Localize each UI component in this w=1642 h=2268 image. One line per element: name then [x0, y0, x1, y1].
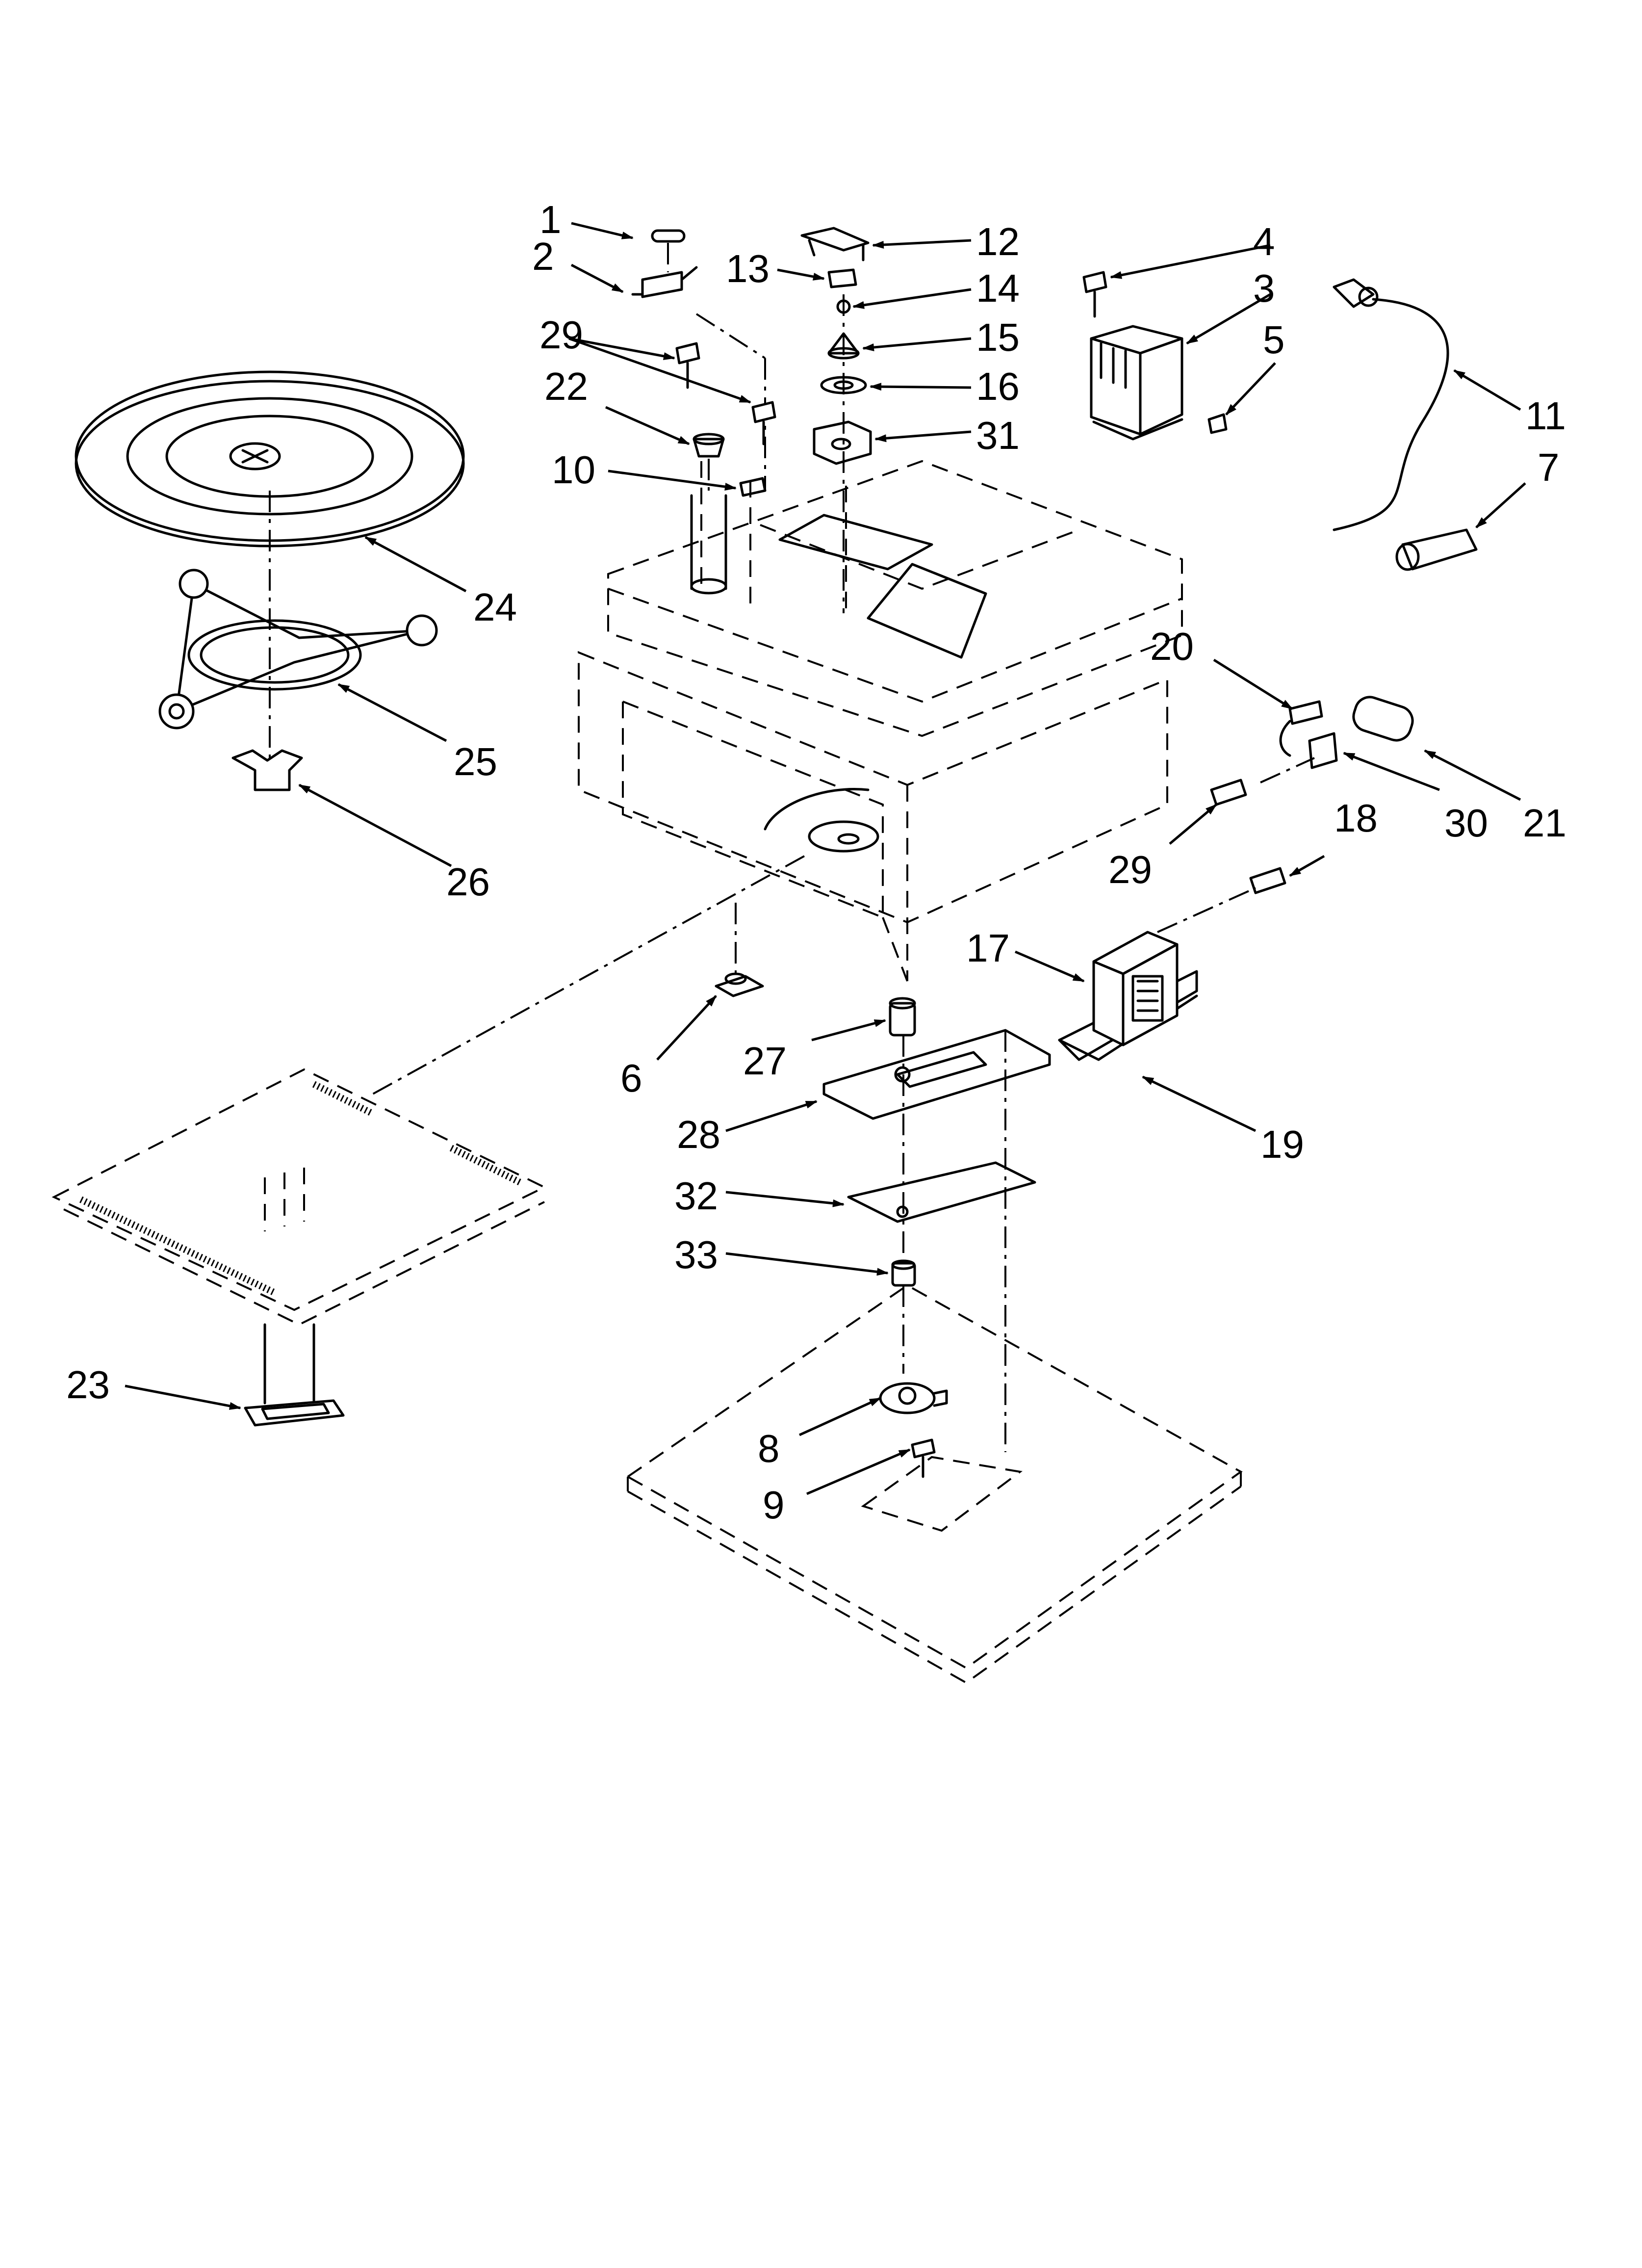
glass-turntable-tray — [75, 370, 465, 547]
capacitor — [1352, 696, 1414, 742]
thermostat — [715, 972, 764, 997]
screw — [1082, 271, 1107, 318]
screw — [1210, 779, 1247, 806]
callout-20: 20 — [1150, 625, 1194, 668]
callout-22: 22 — [544, 365, 588, 408]
fuse-holder — [631, 266, 698, 298]
callout-14: 14 — [976, 266, 1020, 310]
callout-4: 4 — [1253, 220, 1275, 263]
callout-10: 10 — [552, 448, 595, 492]
callout-13: 13 — [726, 247, 770, 290]
callout-7: 7 — [1538, 445, 1560, 489]
callout-30: 30 — [1444, 801, 1488, 845]
callout-28: 28 — [677, 1113, 720, 1156]
callout-29: 29 — [539, 313, 583, 357]
callout-2: 2 — [532, 235, 554, 278]
callout-29: 29 — [1108, 848, 1152, 891]
high-voltage-transformer — [1092, 931, 1179, 1046]
stirrer-bracket — [813, 420, 872, 465]
callout-21: 21 — [1523, 801, 1566, 845]
callout-24: 24 — [473, 585, 517, 629]
callout-11: 11 — [1525, 394, 1566, 438]
thermal-cutout — [1207, 413, 1228, 434]
bushing — [693, 433, 725, 458]
callout-31: 31 — [976, 414, 1020, 457]
turntable-coupler — [231, 749, 303, 791]
diode — [1279, 700, 1323, 757]
power-cord — [1333, 278, 1449, 531]
fuse — [651, 229, 686, 243]
callout-12: 12 — [976, 220, 1020, 263]
callout-27: 27 — [743, 1039, 787, 1083]
callout-5: 5 — [1263, 318, 1285, 362]
leader-lines — [125, 222, 1526, 1495]
fan-motor — [1395, 528, 1478, 571]
callout-3: 3 — [1253, 266, 1275, 310]
callout-18: 18 — [1334, 796, 1378, 840]
callout-32: 32 — [674, 1174, 718, 1218]
base-plate-outline — [626, 1284, 1243, 1684]
callout-6: 6 — [620, 1056, 642, 1100]
screw — [751, 401, 776, 445]
callout-15: 15 — [976, 315, 1020, 359]
turntable-motor — [879, 1382, 948, 1414]
capacitor-bracket — [1308, 732, 1338, 769]
callout-33: 33 — [674, 1233, 718, 1277]
callout-23: 23 — [66, 1363, 110, 1407]
callout-19: 19 — [1260, 1122, 1304, 1166]
magnetron — [1090, 325, 1183, 441]
callout-1: 1 — [539, 198, 562, 241]
callout-labels: 1 2 3 4 5 6 7 8 9 10 11 12 13 14 15 16 1… — [66, 198, 1566, 1527]
callout-25: 25 — [454, 740, 497, 783]
callout-17: 17 — [966, 926, 1010, 970]
oven-cavity-outline — [578, 651, 1168, 982]
cabinet-wrapper-outline — [607, 460, 1183, 737]
foot — [244, 1399, 345, 1427]
roller-support-ring — [158, 569, 438, 730]
callout-8: 8 — [758, 1427, 780, 1470]
motor-screw — [911, 1438, 936, 1478]
spacer — [891, 1259, 916, 1287]
stirrer-cover — [800, 227, 870, 261]
callout-16: 16 — [976, 365, 1020, 408]
stirrer-clip — [827, 268, 857, 288]
motor-mounting-bracket — [822, 1029, 1051, 1120]
insulator-plate — [847, 1161, 1036, 1223]
clip — [739, 477, 767, 497]
screw — [1249, 867, 1286, 894]
bottom-shield-outline — [51, 1068, 547, 1405]
callout-9: 9 — [763, 1483, 785, 1527]
motor-coupler — [889, 997, 916, 1037]
callout-26: 26 — [446, 860, 490, 904]
screw — [675, 342, 700, 389]
